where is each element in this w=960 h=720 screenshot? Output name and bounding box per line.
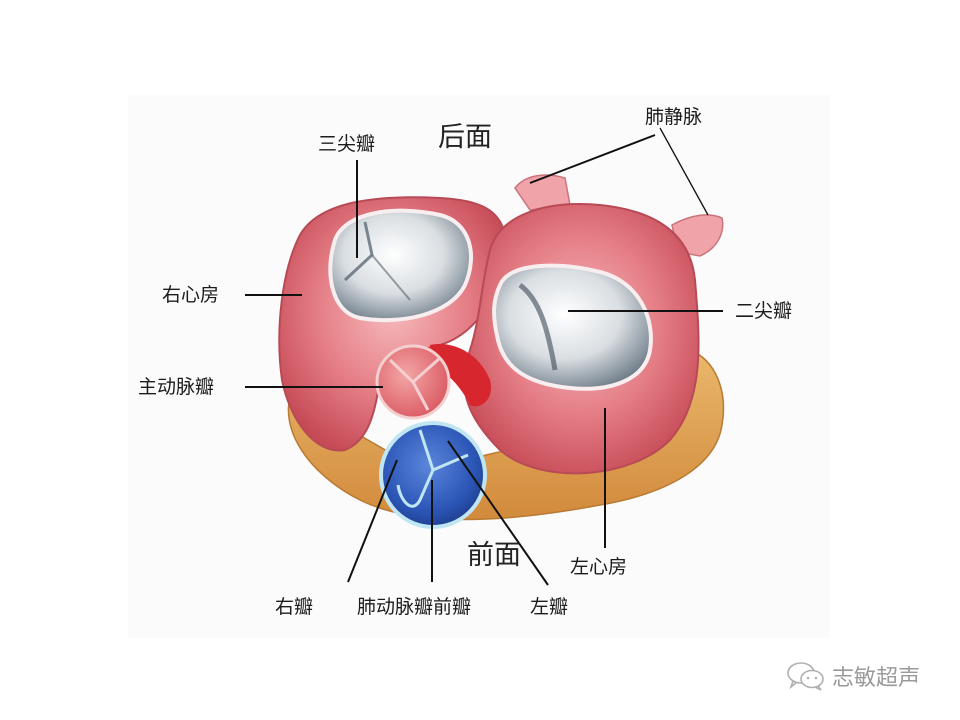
label-pulmonary-veins: 肺静脉 [645,106,703,128]
label-posterior: 后面 [438,122,492,153]
label-tricuspid-valve: 三尖瓣 [318,133,376,155]
watermark: 志敏超声 [786,660,920,692]
label-aortic-valve: 主动脉瓣 [138,376,215,398]
label-left-atrium: 左心房 [570,556,628,578]
pulmonary-vein-left [514,174,571,211]
watermark-text: 志敏超声 [832,666,921,691]
label-anterior: 前面 [467,540,521,571]
label-left-cusp: 左瓣 [530,596,569,618]
label-right-cusp: 右瓣 [275,596,314,618]
aortic-root-red [430,344,491,407]
tricuspid-valve [328,208,473,323]
label-mitral-valve: 二尖瓣 [735,300,793,322]
label-pulmonary-valve-anterior-cusp: 肺动脉瓣前瓣 [357,596,472,618]
label-right-atrium: 右心房 [162,284,220,306]
wechat-icon [787,662,824,691]
leader-lines [245,127,723,586]
mitral-valve [492,263,653,391]
